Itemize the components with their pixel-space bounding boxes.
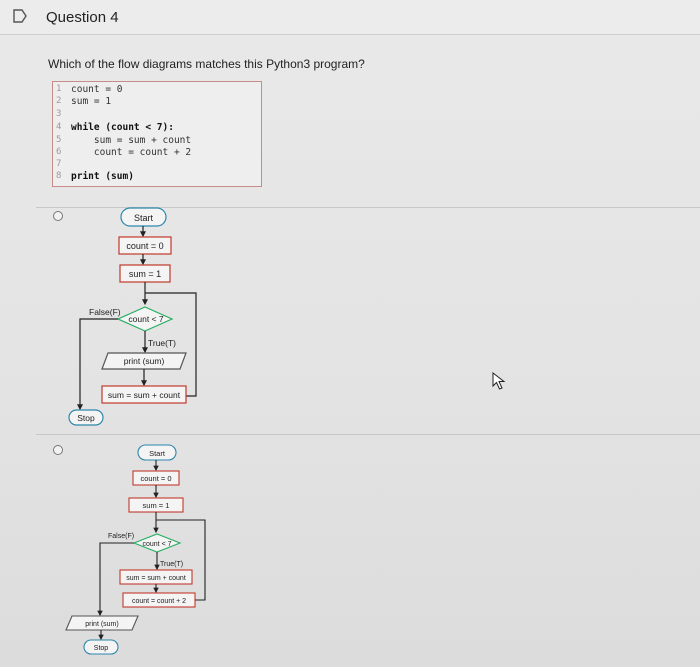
option-1-radio[interactable]	[53, 211, 63, 221]
question-title: Question 4	[46, 9, 119, 26]
divider	[36, 207, 700, 208]
start-label: Start	[149, 449, 166, 458]
false-label: False(F)	[108, 533, 134, 540]
print-io-box	[65, 615, 139, 631]
update-sum-label: sum = sum + count	[108, 390, 181, 400]
update-count-box	[122, 592, 196, 608]
line-number: 3	[56, 109, 62, 119]
stop-label: Stop	[77, 413, 95, 423]
code-block: 1 count = 0 2 sum = 1 3 4 while (count <…	[52, 81, 262, 187]
code-line: sum = 1	[71, 96, 112, 107]
update-sum-box	[101, 385, 187, 404]
line-number: 1	[56, 84, 62, 94]
condition-label: count < 7	[128, 314, 163, 324]
update-sum-label: sum = sum + count	[126, 575, 186, 582]
stop-terminal	[68, 409, 104, 426]
condition-label: count < 7	[143, 541, 172, 548]
start-label: Start	[134, 213, 154, 223]
print-label: print (sum)	[124, 356, 165, 366]
init-sum-label: sum = 1	[143, 501, 170, 510]
code-line: count = 0	[71, 84, 123, 95]
divider	[36, 434, 700, 435]
code-line: print (sum)	[71, 171, 134, 182]
stop-label: Stop	[94, 645, 109, 652]
init-sum-label: sum = 1	[129, 269, 161, 279]
init-count-label: count = 0	[126, 241, 163, 251]
print-io-box	[101, 352, 187, 370]
true-label: True(T)	[160, 561, 183, 568]
line-number: 4	[56, 122, 62, 132]
line-number: 2	[56, 96, 62, 106]
init-count-label: count = 0	[140, 474, 171, 483]
init-count-box	[118, 236, 172, 255]
option-2-radio[interactable]	[53, 445, 63, 455]
true-label: True(T)	[148, 338, 176, 348]
print-label: print (sum)	[85, 621, 118, 628]
question-prompt: Which of the flow diagrams matches this …	[48, 57, 365, 71]
false-label: False(F)	[89, 307, 121, 317]
line-number: 7	[56, 159, 62, 169]
code-line: sum = sum + count	[71, 135, 192, 146]
start-terminal	[137, 444, 177, 461]
flag-icon[interactable]	[12, 8, 28, 24]
code-line: count = count + 2	[71, 147, 192, 158]
line-number: 8	[56, 171, 62, 181]
line-number: 6	[56, 147, 62, 157]
update-count-label: count = count + 2	[132, 598, 186, 605]
mouse-cursor-icon	[492, 372, 506, 390]
stop-terminal	[83, 639, 119, 655]
line-number: 5	[56, 135, 62, 145]
condition-diamond	[116, 306, 174, 332]
question-header: Question 4	[0, 0, 700, 35]
code-line: while (count < 7):	[71, 122, 174, 133]
condition-diamond	[132, 533, 182, 553]
